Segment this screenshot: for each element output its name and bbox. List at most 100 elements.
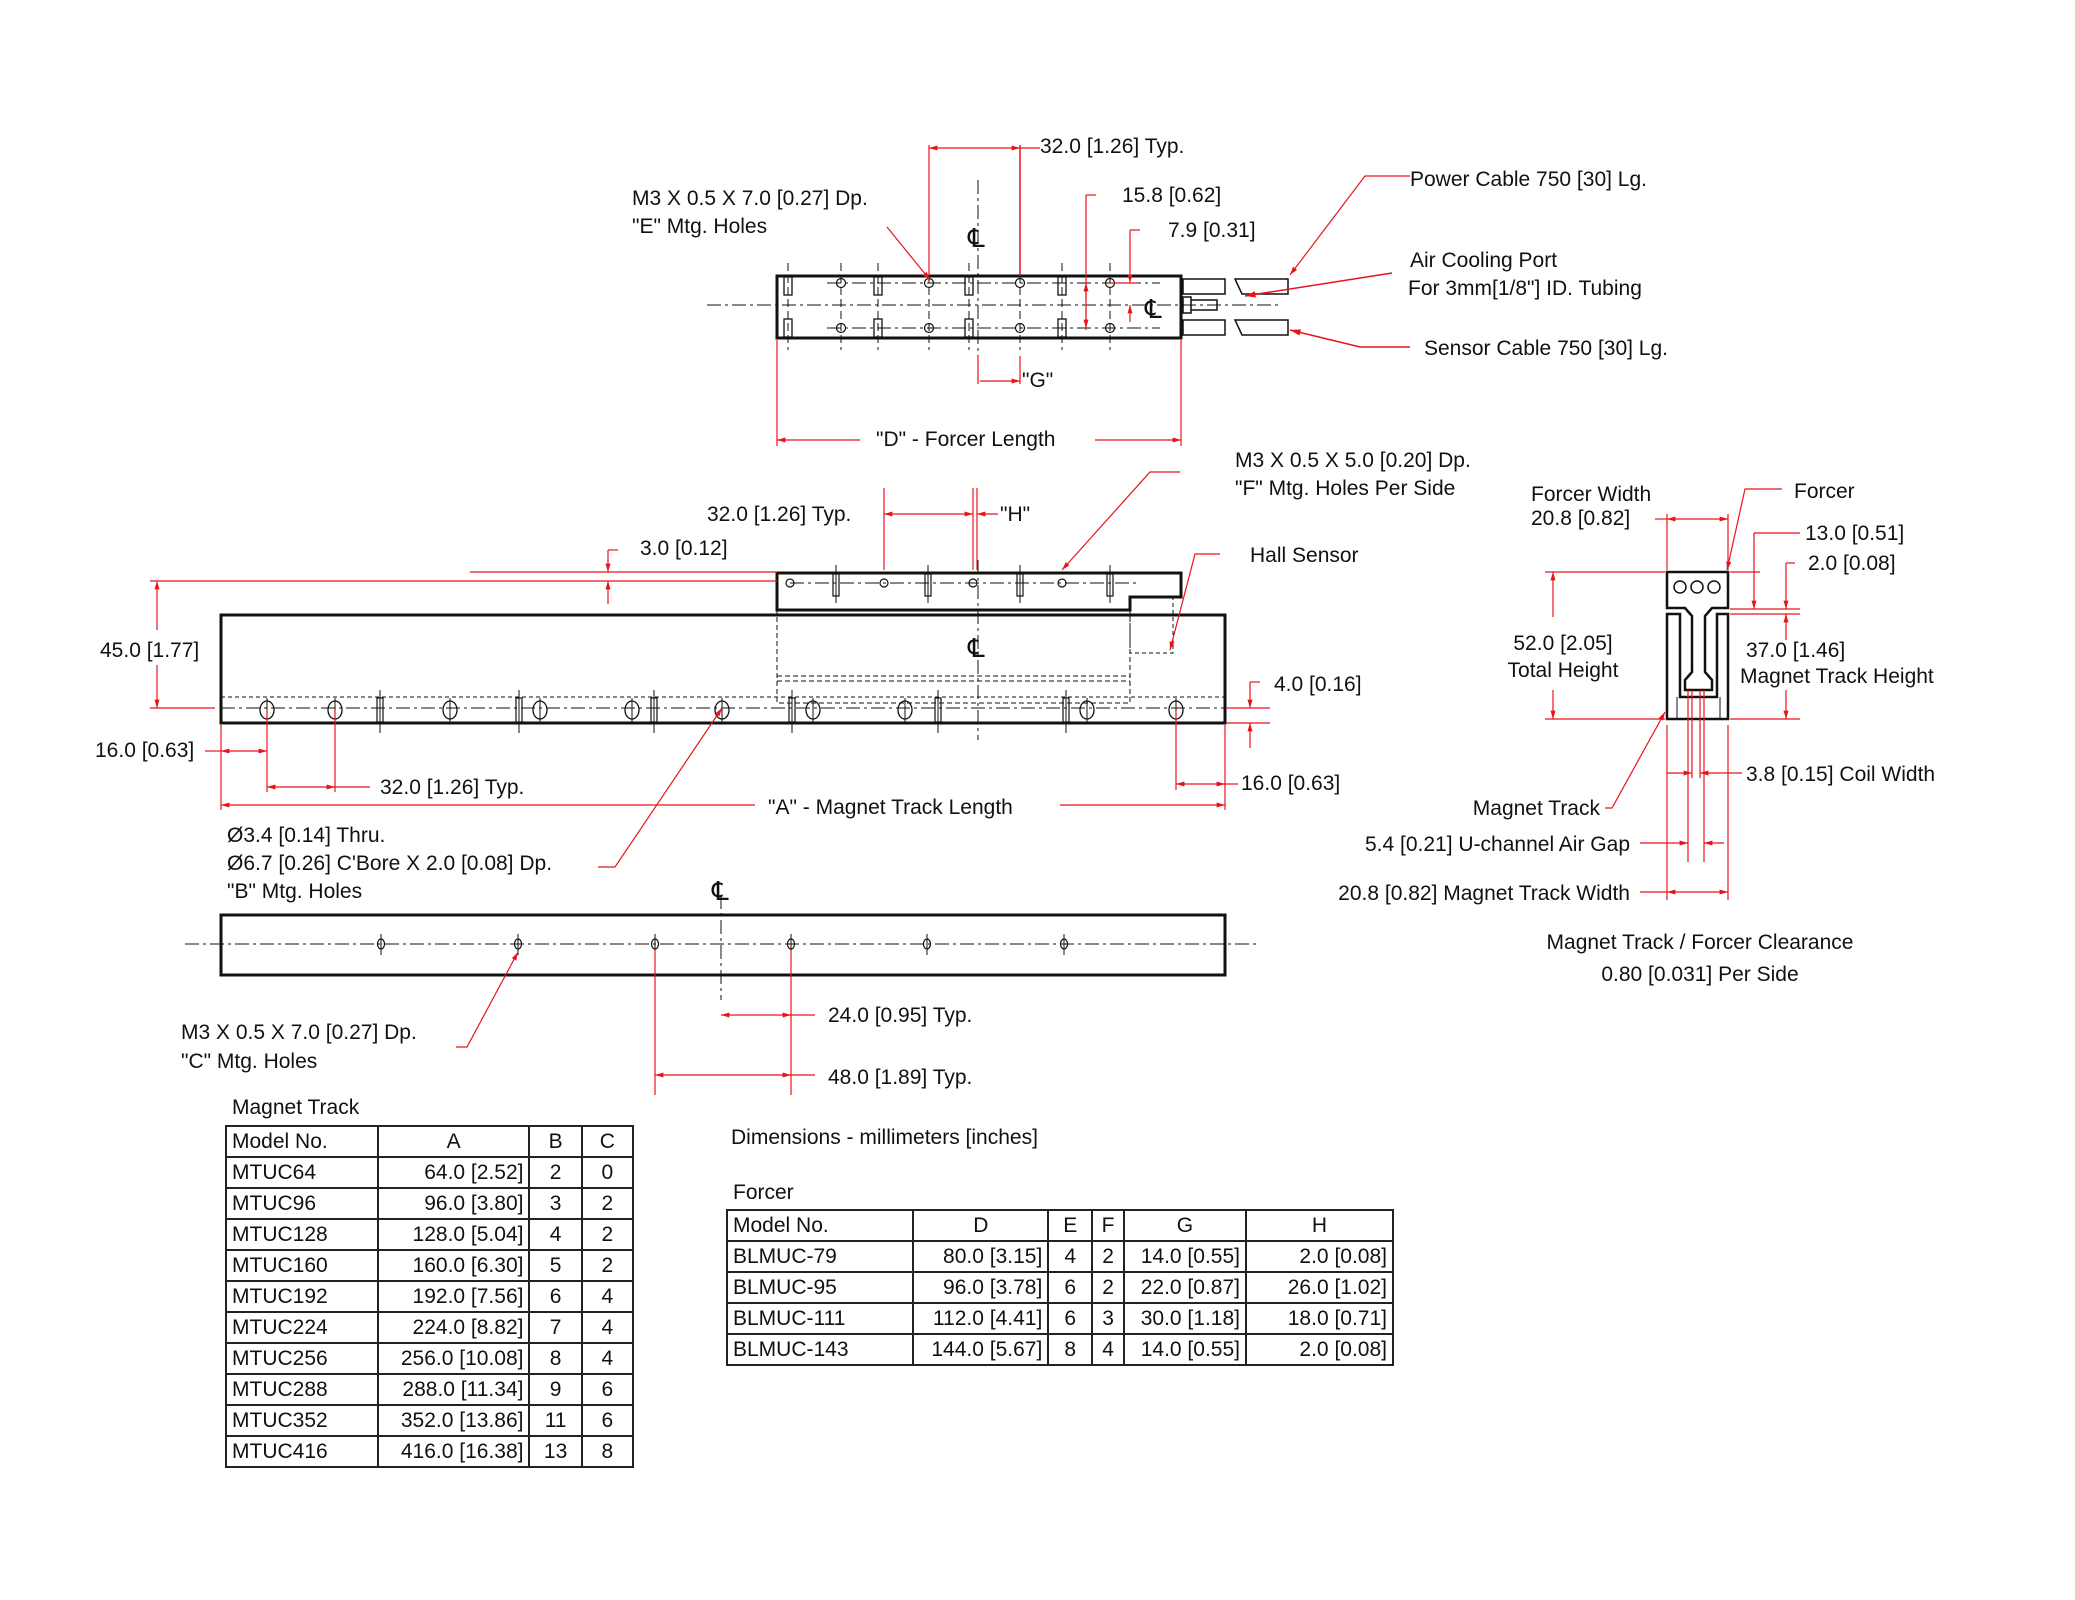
table-cell: 6	[1047, 1271, 1094, 1304]
table-cell: BLMUC-111	[725, 1302, 915, 1335]
column-header: D	[912, 1209, 1050, 1242]
table-cell: 288.0 [11.34]	[376, 1373, 531, 1406]
magnet-track-table-title: Magnet Track	[232, 1096, 360, 1119]
hole	[1057, 578, 1067, 588]
forcer-width-label-line2: 20.8 [0.82]	[1531, 507, 1631, 530]
column-header: Model No.	[225, 1125, 379, 1158]
table-cell: MTUC352	[225, 1404, 379, 1437]
table-cell: 2.0 [0.08]	[1244, 1240, 1395, 1273]
hole	[879, 578, 889, 588]
table-cell: MTUC192	[225, 1280, 379, 1313]
end-view	[1545, 488, 1800, 900]
d-forcer-length-label: "D" - Forcer Length	[876, 428, 1056, 451]
dim-48-0-label: 48.0 [1.89] Typ.	[828, 1066, 973, 1089]
table-cell: 7	[528, 1311, 583, 1344]
hole	[968, 578, 978, 588]
table-cell: MTUC64	[225, 1156, 379, 1189]
table-cell: 18.0 [0.71]	[1244, 1302, 1395, 1335]
dim-7-9-label: 7.9 [0.31]	[1168, 219, 1256, 242]
clearance-label-line2: 0.80 [0.031] Per Side	[1601, 963, 1799, 986]
magnet-track-end-profile	[1665, 612, 1730, 721]
column-header: E	[1047, 1209, 1094, 1242]
hole	[785, 578, 795, 588]
b-holes-label-line3: "B" Mtg. Holes	[227, 880, 363, 903]
table-cell: 6	[580, 1404, 635, 1437]
table-cell: 2.0 [0.08]	[1244, 1333, 1395, 1366]
table-cell: MTUC416	[225, 1435, 379, 1468]
centerline-symbol: ℄	[968, 633, 985, 663]
track-width-label: 20.8 [0.82] Magnet Track Width	[1338, 882, 1630, 905]
table-cell: 96.0 [3.78]	[912, 1271, 1050, 1304]
table-cell: 8	[580, 1435, 635, 1468]
f-holes-label-line2: "F" Mtg. Holes Per Side	[1235, 477, 1456, 500]
table-cell: 96.0 [3.80]	[376, 1187, 531, 1220]
table-cell: MTUC288	[225, 1373, 379, 1406]
forcer-body-side	[775, 571, 1183, 612]
dim-16-0-left-label: 16.0 [0.63]	[95, 739, 195, 762]
sensor-cable-label: Sensor Cable 750 [30] Lg.	[1424, 337, 1669, 360]
total-height-label-line1: 52.0 [2.05]	[1513, 632, 1613, 655]
air-gap-label: 5.4 [0.21] U-channel Air Gap	[1365, 833, 1630, 856]
table-cell: 6	[580, 1373, 635, 1406]
forcer-body-top	[775, 274, 1183, 340]
table-cell: 3	[1091, 1302, 1125, 1335]
clearance-label-line1: Magnet Track / Forcer Clearance	[1546, 931, 1854, 954]
dim-24-0-label: 24.0 [0.95] Typ.	[828, 1004, 973, 1027]
table-cell: MTUC160	[225, 1249, 379, 1282]
g-dimension-label: "G"	[1022, 369, 1054, 392]
dim-13-0-label: 13.0 [0.51]	[1805, 522, 1905, 545]
table-cell: 4	[1047, 1240, 1094, 1273]
table-cell: 64.0 [2.52]	[376, 1156, 531, 1189]
b-holes-label-line2: Ø6.7 [0.26] C'Bore X 2.0 [0.08] Dp.	[227, 852, 553, 875]
column-header: C	[580, 1125, 635, 1158]
dim-3-0-label: 3.0 [0.12]	[640, 537, 728, 560]
table-cell: 8	[528, 1342, 583, 1375]
hole-spacing-label: 32.0 [1.26] Typ.	[1040, 135, 1185, 158]
air-cooling-fitting	[1182, 296, 1218, 314]
column-header: B	[528, 1125, 583, 1158]
table-cell: 14.0 [0.55]	[1122, 1240, 1247, 1273]
magnet-track-label: Magnet Track	[1472, 797, 1600, 820]
a-track-length-label: "A" - Magnet Track Length	[768, 796, 1013, 819]
coil-width-label: 3.8 [0.15] Coil Width	[1746, 763, 1936, 786]
air-port-label-line2: For 3mm[1/8"] ID. Tubing	[1408, 277, 1642, 300]
table-cell: BLMUC-143	[725, 1333, 915, 1366]
table-cell: 2	[1091, 1271, 1125, 1304]
table-cell: 26.0 [1.02]	[1244, 1271, 1395, 1304]
table-cell: BLMUC-79	[725, 1240, 915, 1273]
table-cell: 2	[1091, 1240, 1125, 1273]
power-cable	[1182, 278, 1226, 295]
column-header: A	[376, 1125, 531, 1158]
table-cell: 3	[528, 1187, 583, 1220]
table-cell: 2	[528, 1156, 583, 1189]
table-cell: 80.0 [3.15]	[912, 1240, 1050, 1273]
dim-2-0-label: 2.0 [0.08]	[1808, 552, 1896, 575]
power-cable-label: Power Cable 750 [30] Lg.	[1410, 168, 1647, 191]
table-cell: 0	[580, 1156, 635, 1189]
track-bottom-view	[185, 895, 1260, 1095]
table-cell: 5	[528, 1249, 583, 1282]
table-cell: BLMUC-95	[725, 1271, 915, 1304]
forcer-end-profile	[1665, 570, 1730, 692]
table-cell: 192.0 [7.56]	[376, 1280, 531, 1313]
centerline-symbol: ℄	[968, 223, 985, 253]
table-cell: 14.0 [0.55]	[1122, 1333, 1247, 1366]
centerline-symbol: ℄	[712, 876, 729, 906]
column-header: G	[1122, 1209, 1247, 1242]
h-dimension-label: "H"	[1000, 503, 1031, 526]
forcer-coil-hidden	[776, 609, 1131, 704]
table-cell: 30.0 [1.18]	[1122, 1302, 1247, 1335]
